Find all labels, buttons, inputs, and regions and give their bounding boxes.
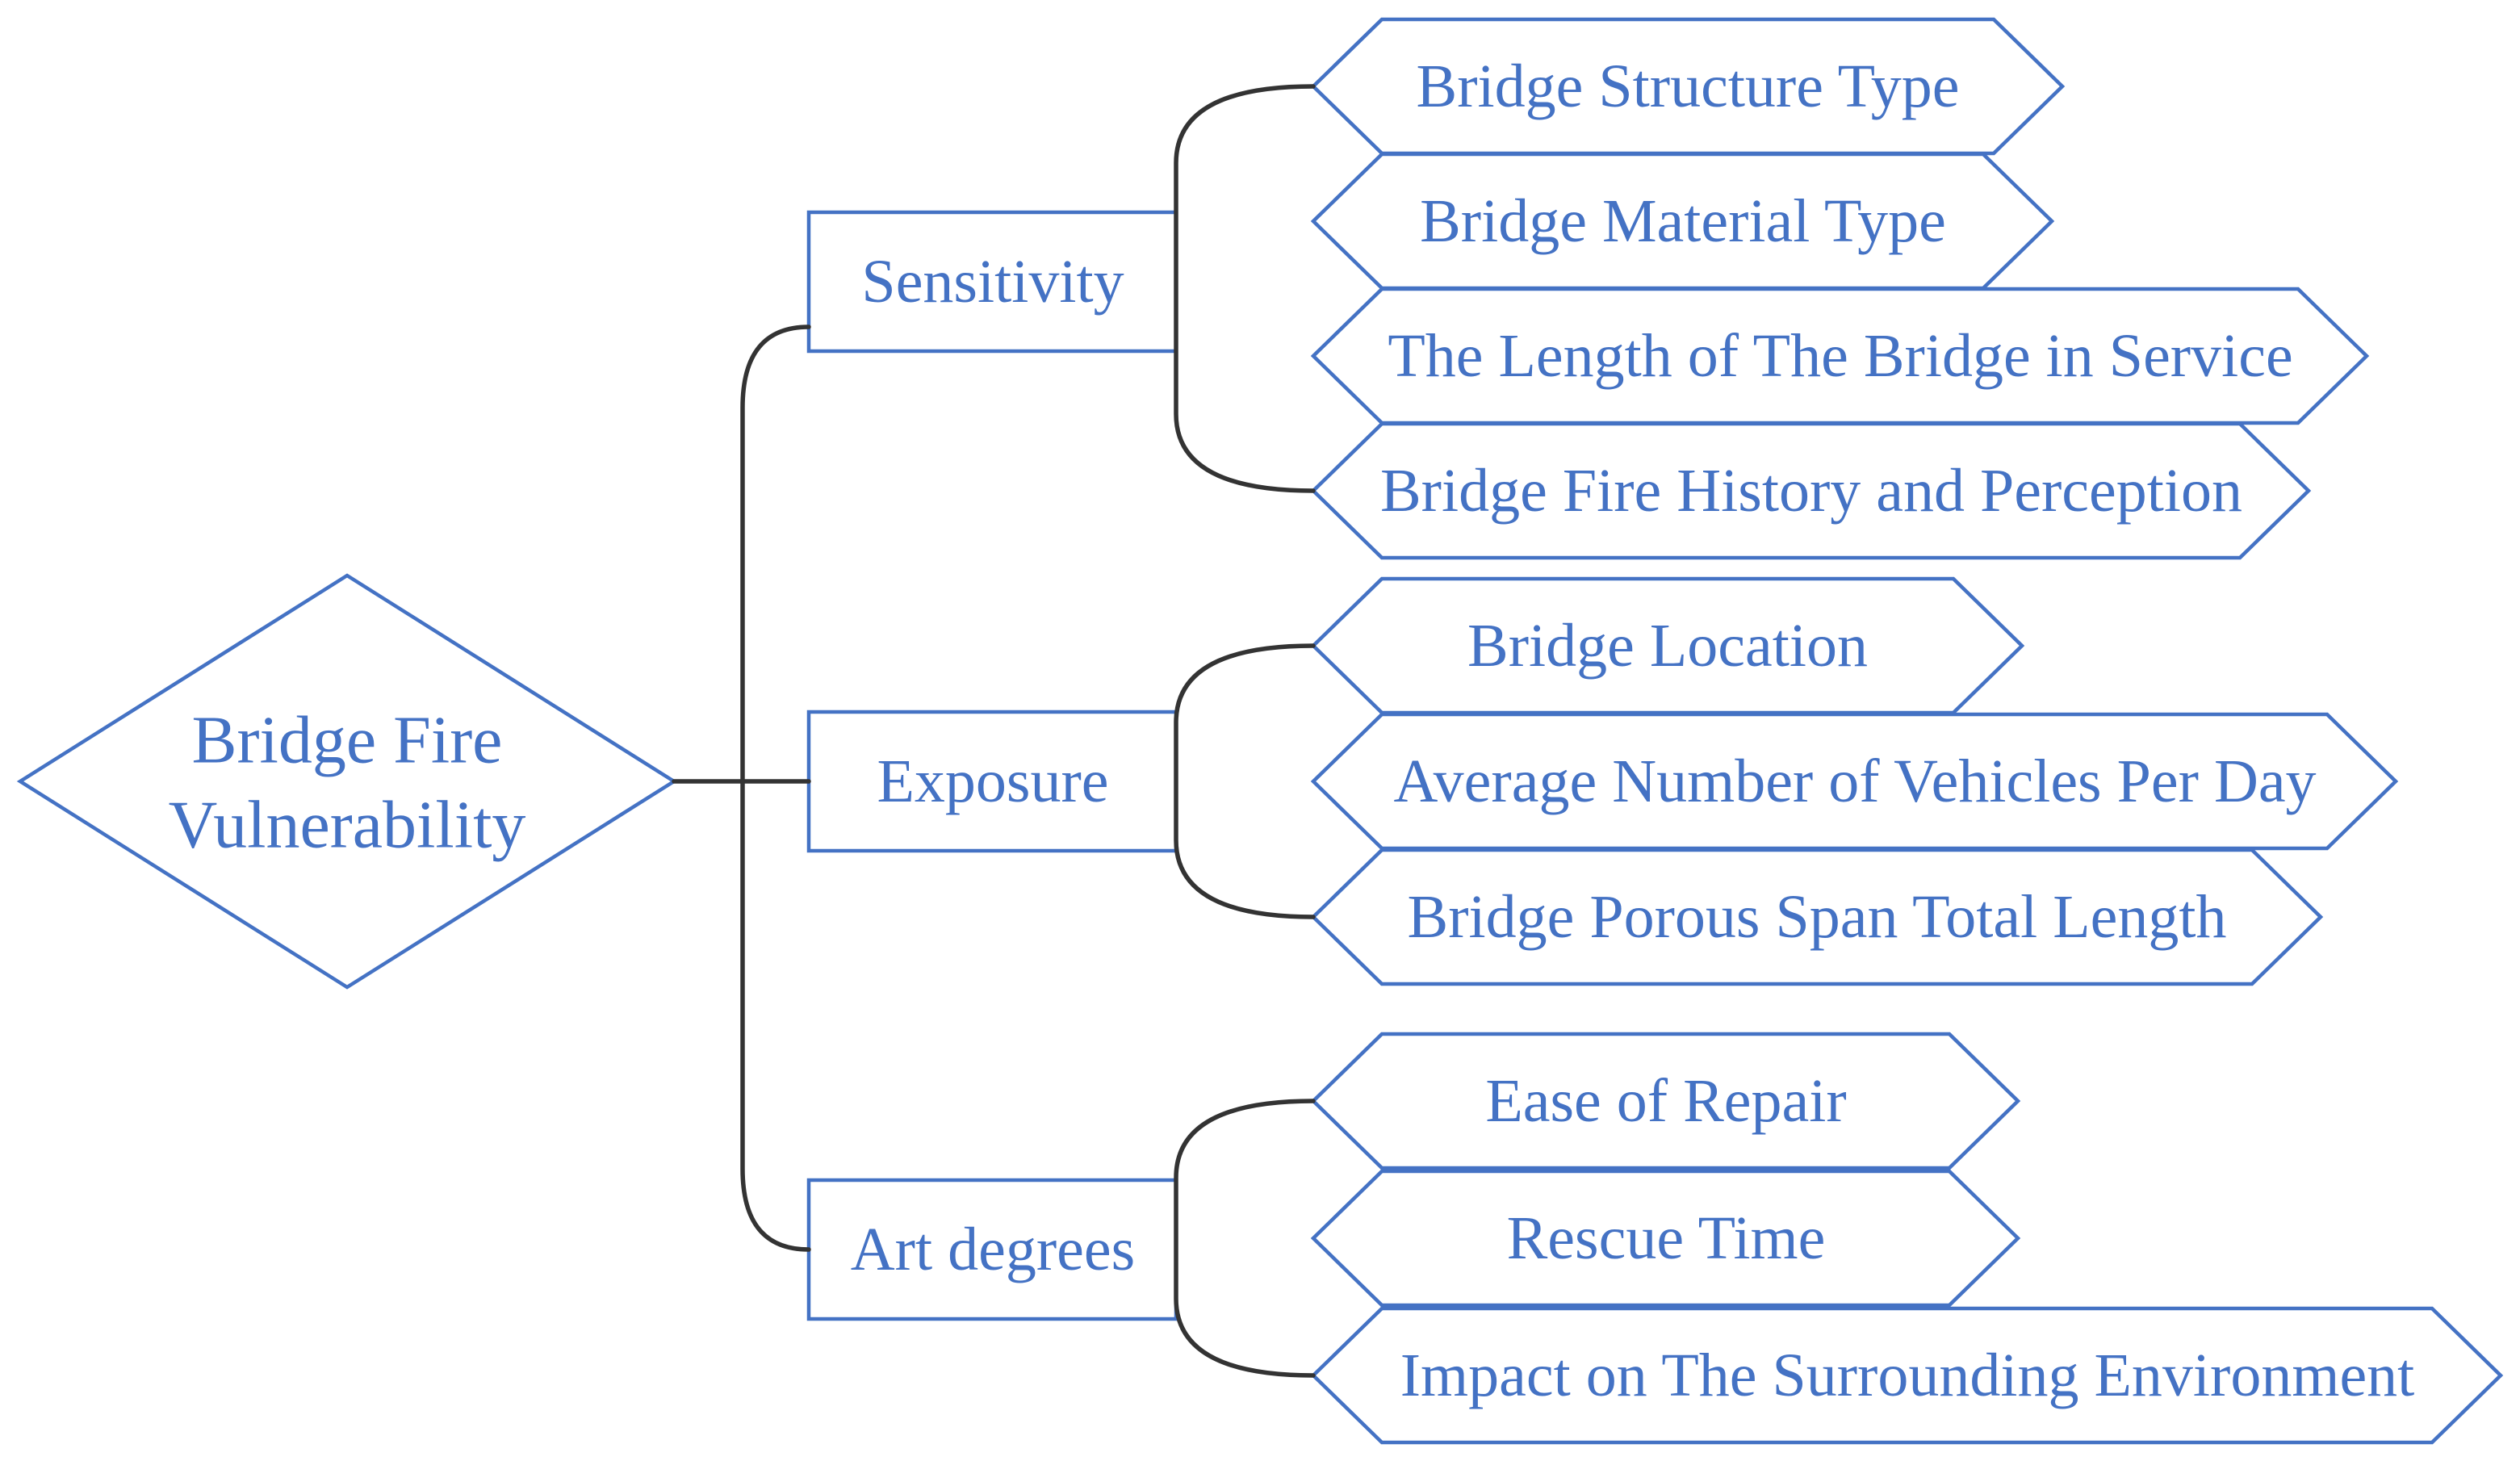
art-degrees-label: Art degrees <box>851 1216 1135 1283</box>
node-category-sensitivity: Sensitivity <box>806 210 1178 354</box>
sensitivity-box-shape <box>806 210 1178 354</box>
edge-bracket-art-degrees <box>1174 1099 1316 1378</box>
node-leaf-bridge-material-type: Bridge Material Type <box>1310 152 2055 291</box>
leaf-label: Bridge Material Type <box>1420 187 1946 255</box>
hexagon-shape <box>1310 1032 2021 1170</box>
node-leaf-bridge-location: Bridge Location <box>1310 576 2025 715</box>
exposure-box-shape <box>806 710 1178 853</box>
node-category-art-degrees: Art degrees <box>806 1178 1178 1321</box>
root-label-line2: Vulnerability <box>169 788 526 863</box>
root-label-line1: Bridge Fire <box>192 703 503 778</box>
leaf-label: Ease of Repair <box>1485 1067 1846 1135</box>
sensitivity-label: Sensitivity <box>861 248 1124 316</box>
exposure-label: Exposure <box>877 747 1108 815</box>
leaf-label: Bridge Porous Span Total Length <box>1408 883 2227 951</box>
leaf-label: Bridge Structure Type <box>1417 52 1960 120</box>
edge-bracket-exposure <box>1174 643 1316 919</box>
leaf-label: Rescue Time <box>1507 1204 1826 1272</box>
leaf-label: Average Number of Vehicles Per Day <box>1393 747 2316 815</box>
node-leaf-bridge-porous-span-total-length: Bridge Porous Span Total Length <box>1310 848 2324 986</box>
node-leaf-length-of-bridge-in-service: The Length of The Bridge in Service <box>1310 287 2370 425</box>
leaf-label: Bridge Fire History and Perception <box>1380 457 2242 525</box>
node-root: Bridge Fire Vulnerability <box>16 573 678 990</box>
node-leaf-rescue-time: Rescue Time <box>1310 1169 2021 1308</box>
art-degrees-box-shape <box>806 1178 1178 1321</box>
edges <box>672 84 1316 1378</box>
node-category-exposure: Exposure <box>806 710 1178 853</box>
edge-bracket-sensitivity <box>1174 84 1316 493</box>
hexagon-shape <box>1310 848 2324 986</box>
hexagon-shape <box>1310 421 2312 560</box>
hexagon-shape <box>1310 1306 2504 1445</box>
node-leaf-average-number-of-vehicles-per-day: Average Number of Vehicles Per Day <box>1310 712 2399 851</box>
leaf-label: Bridge Location <box>1467 612 1868 680</box>
node-leaf-bridge-fire-history-and-perception: Bridge Fire History and Perception <box>1310 421 2312 560</box>
root-diamond-shape <box>16 573 678 990</box>
node-leaf-bridge-structure-type: Bridge Structure Type <box>1310 17 2066 156</box>
edge-main-bracket <box>740 324 811 1252</box>
leaf-label: Impact on The Surrounding Environment <box>1400 1342 2415 1409</box>
node-leaf-impact-on-surrounding-environment: Impact on The Surrounding Environment <box>1310 1306 2504 1445</box>
hexagon-shape <box>1310 1169 2021 1308</box>
nodes: Bridge Fire Vulnerability Sensitivity Ex… <box>16 17 2504 1445</box>
node-leaf-ease-of-repair: Ease of Repair <box>1310 1032 2021 1170</box>
leaf-label: The Length of The Bridge in Service <box>1388 322 2292 390</box>
